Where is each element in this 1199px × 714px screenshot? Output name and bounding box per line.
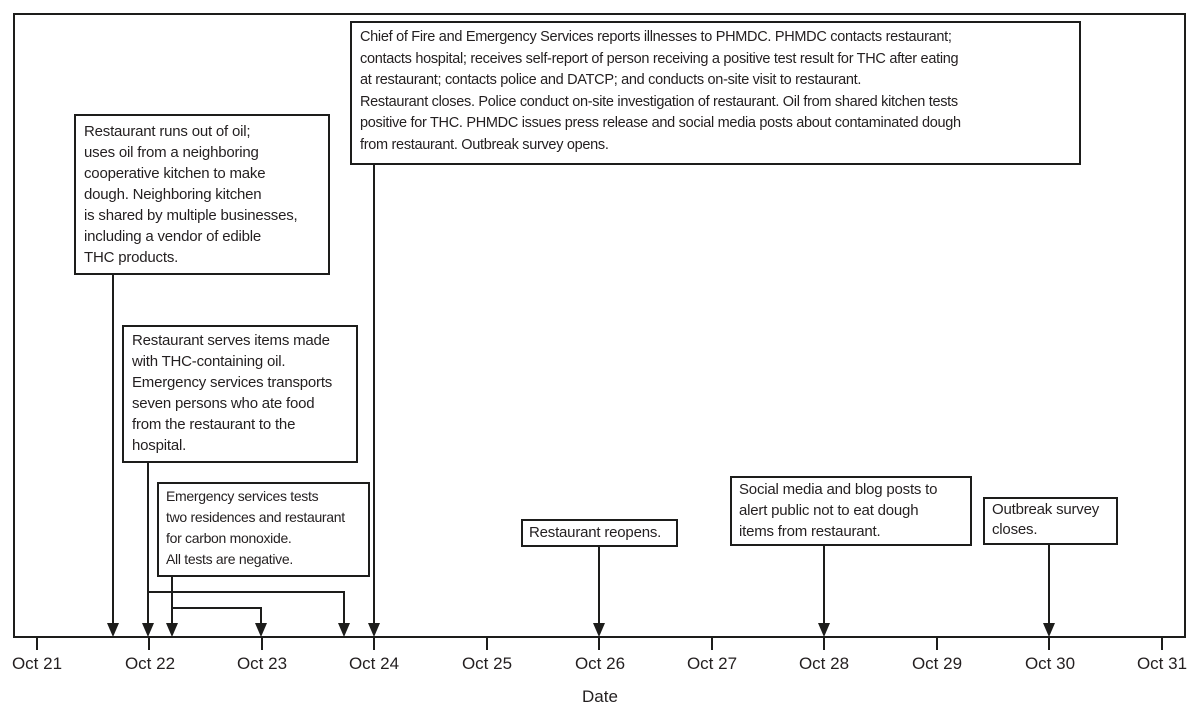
axis-tick-label: Oct 27 (686, 654, 738, 673)
axis-title: Date (582, 687, 618, 706)
connector-line-social (823, 545, 825, 626)
event-box-co-testing: Emergency services tests two residences … (157, 482, 370, 577)
connector-line-oil-runout (112, 275, 114, 626)
event-box-survey-closes: Outbreak survey closes. (983, 497, 1118, 545)
axis-tick (36, 638, 38, 650)
down-arrowhead-tests-right (255, 623, 267, 637)
down-arrowhead-tests-left (166, 623, 178, 637)
axis-tick (486, 638, 488, 650)
axis-tick (711, 638, 713, 650)
connector-line-tests-right (260, 607, 262, 626)
event-box-restaurant-reopens: Restaurant reopens. (521, 519, 678, 547)
down-arrowhead-social (818, 623, 830, 637)
axis-tick-label: Oct 28 (798, 654, 850, 673)
connector-line-reopens (598, 546, 600, 626)
axis-tick-label: Oct 23 (236, 654, 288, 673)
axis-tick-label: Oct 30 (1024, 654, 1076, 673)
axis-tick (598, 638, 600, 650)
down-arrowhead-phmdc (368, 623, 380, 637)
axis-tick-label: Oct 29 (911, 654, 963, 673)
down-arrowhead-reopens (593, 623, 605, 637)
plot-frame (13, 13, 1186, 638)
connector-line-serves-left (147, 463, 149, 626)
connector-line-serves-right (343, 591, 345, 626)
axis-tick (823, 638, 825, 650)
bracket-line-serves (147, 591, 345, 593)
axis-tick (261, 638, 263, 650)
axis-tick-label: Oct 26 (574, 654, 626, 673)
down-arrowhead-serves-left (142, 623, 154, 637)
axis-tick-label: Oct 31 (1136, 654, 1188, 673)
axis-tick (373, 638, 375, 650)
axis-tick-label: Oct 25 (461, 654, 513, 673)
axis-tick-label: Oct 24 (348, 654, 400, 673)
axis-tick-label: Oct 21 (11, 654, 63, 673)
axis-tick (1048, 638, 1050, 650)
event-box-serves-thc-items: Restaurant serves items made with THC-co… (122, 325, 358, 463)
down-arrowhead-oil-runout (107, 623, 119, 637)
axis-tick (936, 638, 938, 650)
down-arrowhead-survey-closes (1043, 623, 1055, 637)
down-arrowhead-serves-right (338, 623, 350, 637)
axis-tick (1161, 638, 1163, 650)
event-box-phmdc-response: Chief of Fire and Emergency Services rep… (350, 21, 1081, 165)
bracket-line-tests (171, 607, 262, 609)
connector-line-survey-closes (1048, 544, 1050, 626)
event-box-social-media-alert: Social media and blog posts to alert pub… (730, 476, 972, 546)
event-box-oil-runout: Restaurant runs out of oil; uses oil fro… (74, 114, 330, 275)
axis-tick (148, 638, 150, 650)
connector-line-phmdc (373, 164, 375, 626)
connector-line-tests-left (171, 577, 173, 626)
axis-tick-label: Oct 22 (124, 654, 176, 673)
